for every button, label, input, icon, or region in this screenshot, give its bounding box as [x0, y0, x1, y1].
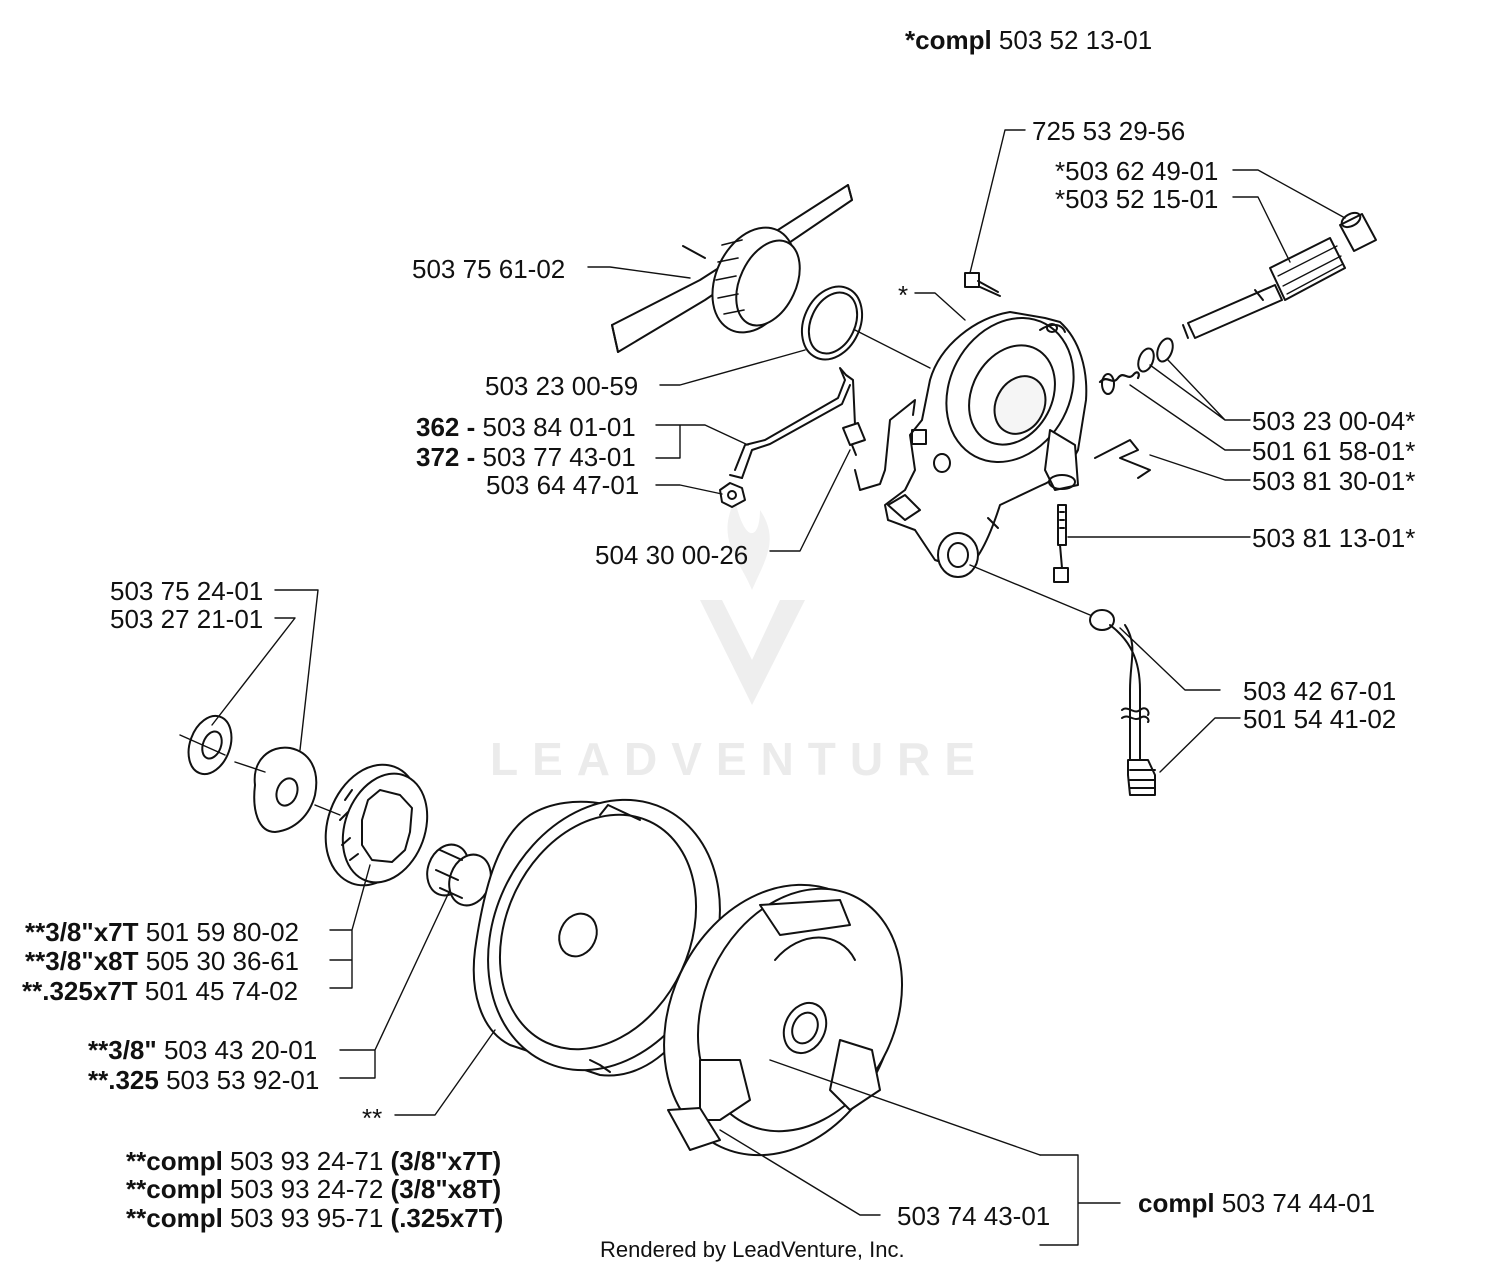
clutch-compl-label: compl 503 74 44-01: [1138, 1188, 1376, 1218]
drum-compl-label-2: **compl 503 93 24-72 (3/8"x8T): [126, 1174, 502, 1204]
sprocket-label-3: **.325x7T 501 45 74-02: [22, 976, 299, 1006]
star-label-pump: *: [898, 280, 909, 310]
nozzle-part: [1053, 504, 1069, 583]
part-label-503230059: 503 23 00-59: [485, 371, 639, 401]
part-label-503752401: 503 75 24-01: [110, 576, 264, 606]
star-label-drum: **: [362, 1103, 383, 1133]
sprocket-label-1: **3/8"x7T 501 59 80-02: [25, 917, 299, 947]
watermark-text: LEADVENTURE: [490, 733, 990, 785]
needle-bearing-part: [426, 843, 492, 907]
oil-pump-housing: [884, 311, 1088, 578]
footer-credit: Rendered by LeadVenture, Inc.: [600, 1237, 905, 1262]
drive-plate-part: [611, 184, 853, 353]
clutch-drum-part: [472, 798, 721, 1077]
pump-shaft-part: [1182, 237, 1346, 339]
assembly-label: *compl 503 52 13-01: [905, 25, 1153, 55]
oil-pipe-part: [729, 367, 866, 479]
part-label-503426701: 503 42 67-01: [1243, 676, 1397, 706]
cap-part: [1339, 211, 1377, 252]
part-label-503774301: 372 - 503 77 43-01: [416, 442, 636, 472]
part-label-503624901: *503 62 49-01: [1055, 156, 1219, 186]
part-label-725532956: 725 53 29-56: [1032, 116, 1186, 146]
leader-lines: [211, 129, 1346, 1246]
part-label-503230004: 503 23 00-04*: [1252, 406, 1416, 436]
part-label-503744301: 503 74 43-01: [897, 1201, 1051, 1231]
part-label-503521501: *503 52 15-01: [1055, 184, 1219, 214]
part-label-504300026: 504 30 00-26: [595, 540, 749, 570]
bolt-part: [964, 272, 1001, 297]
clutch-part: [663, 883, 904, 1157]
bearing-label-2: **.325 503 53 92-01: [88, 1065, 320, 1095]
drum-compl-label-3: **compl 503 93 95-71 (.325x7T): [126, 1203, 504, 1233]
part-label-501544102: 501 54 41-02: [1243, 704, 1397, 734]
ring-part: [800, 285, 864, 361]
part-label-503840101: 362 - 503 84 01-01: [416, 412, 636, 442]
bearing-label-1: **3/8" 503 43 20-01: [88, 1035, 318, 1065]
part-label-503813001: 503 81 30-01*: [1252, 466, 1416, 496]
part-label-501615801: 501 61 58-01*: [1252, 436, 1416, 466]
washer-part: [253, 746, 318, 833]
part-label-503811301: 503 81 13-01*: [1252, 523, 1416, 553]
part-label-503756102: 503 75 61-02: [412, 254, 566, 284]
part-label-503272101: 503 27 21-01: [110, 604, 264, 634]
drum-compl-label-1: **compl 503 93 24-71 (3/8"x7T): [126, 1146, 502, 1176]
sprocket-label-2: **3/8"x8T 505 30 36-61: [25, 946, 299, 976]
oil-hose-part: [1089, 609, 1156, 796]
sprocket-rim-part: [324, 763, 429, 887]
lock-washer-part: [187, 714, 233, 776]
part-label-503644701: 503 64 47-01: [486, 470, 640, 500]
